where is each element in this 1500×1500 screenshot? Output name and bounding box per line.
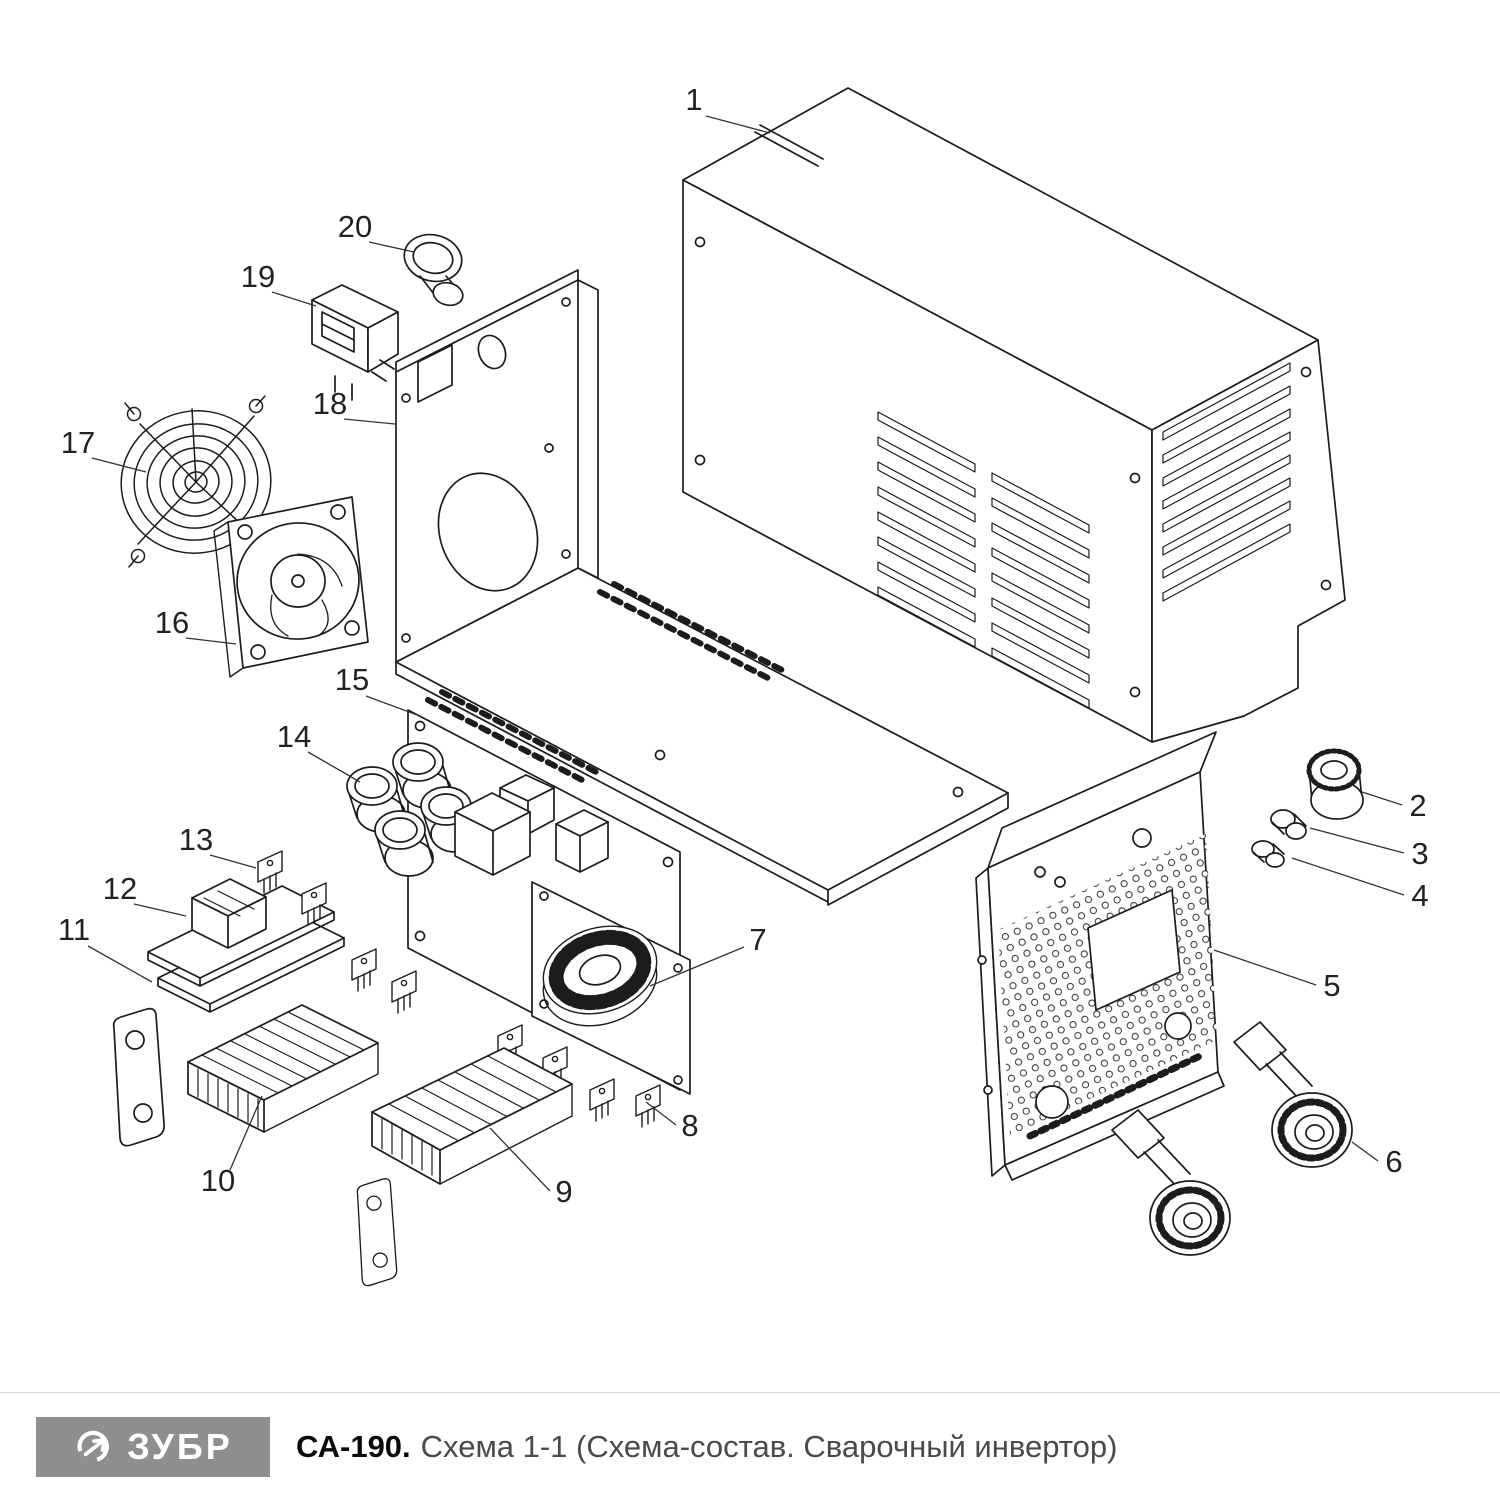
- callout-number-9: 9: [555, 1174, 572, 1209]
- leader-line-19: [271, 291, 317, 307]
- chassis-base-rear-panel: [395, 269, 1009, 906]
- leader-line-13: [209, 854, 257, 869]
- leader-line-11: [87, 945, 153, 983]
- callout-number-7: 7: [749, 922, 766, 957]
- callout-number-14: 14: [277, 719, 311, 754]
- callout-number-10: 10: [201, 1163, 235, 1198]
- callout-number-17: 17: [61, 425, 95, 460]
- leader-line-16: [185, 637, 237, 645]
- power-switch: [311, 284, 399, 401]
- cover-top-slot: [754, 124, 824, 167]
- callout-number-18: 18: [313, 386, 347, 421]
- callout-number-2: 2: [1409, 788, 1426, 823]
- zubr-logo-icon: [77, 1430, 110, 1462]
- model-code: СА-190.: [296, 1428, 411, 1464]
- callout-number-1: 1: [685, 82, 702, 117]
- leader-line-3: [1309, 827, 1405, 854]
- callout-number-4: 4: [1411, 878, 1428, 913]
- front-panel: [975, 731, 1225, 1181]
- callout-number-15: 15: [335, 662, 369, 697]
- callout-number-13: 13: [179, 822, 213, 857]
- small-cap-4: [1251, 840, 1285, 868]
- zubr-logo: ЗУБР: [36, 1416, 270, 1477]
- callout-number-8: 8: [681, 1108, 698, 1143]
- leader-line-20: [368, 241, 415, 253]
- heatsink-left: [187, 1004, 379, 1133]
- leader-line-12: [133, 903, 187, 917]
- leader-line-15: [365, 695, 421, 717]
- leader-line-4: [1291, 857, 1405, 896]
- control-board: [147, 850, 335, 987]
- leader-line-10: [229, 1095, 263, 1171]
- callout-number-5: 5: [1323, 968, 1340, 1003]
- leader-line-9: [489, 1127, 551, 1192]
- diagram-caption: СА-190.Схема 1-1 (Схема-состав. Сварочны…: [296, 1429, 1117, 1465]
- leader-line-5: [1213, 949, 1317, 986]
- heatsink-right: [371, 1047, 573, 1185]
- leader-line-2: [1361, 791, 1403, 806]
- leader-line-1: [705, 115, 771, 134]
- brand-name: ЗУБР: [127, 1425, 233, 1467]
- footer: ЗУБР СА-190.Схема 1-1 (Схема-состав. Сва…: [0, 1392, 1500, 1500]
- leader-line-14: [307, 751, 361, 783]
- top-cover: [682, 87, 1346, 743]
- caption-text: Схема 1-1 (Схема-состав. Сварочный инвер…: [420, 1428, 1118, 1464]
- leader-line-18: [343, 418, 396, 425]
- leader-line-8: [645, 1101, 677, 1126]
- leader-line-6: [1351, 1141, 1379, 1162]
- small-cap-3: [1270, 809, 1307, 840]
- base-vent-strip: [425, 581, 785, 785]
- leader-line-17: [91, 457, 147, 473]
- adjust-knob: [1306, 748, 1364, 820]
- callout-number-3: 3: [1411, 836, 1428, 871]
- fan: [213, 496, 369, 678]
- callout-number-20: 20: [338, 209, 372, 244]
- callout-number-16: 16: [155, 605, 189, 640]
- callout-number-19: 19: [241, 259, 275, 294]
- pcb-transformer-blocks: [454, 774, 609, 876]
- cable-gland: [403, 233, 464, 307]
- leader-line-7: [649, 946, 745, 987]
- toroid-inductor: [531, 881, 691, 1095]
- callout-number-12: 12: [103, 871, 137, 906]
- callout-number-6: 6: [1385, 1144, 1402, 1179]
- callout-number-11: 11: [58, 912, 90, 947]
